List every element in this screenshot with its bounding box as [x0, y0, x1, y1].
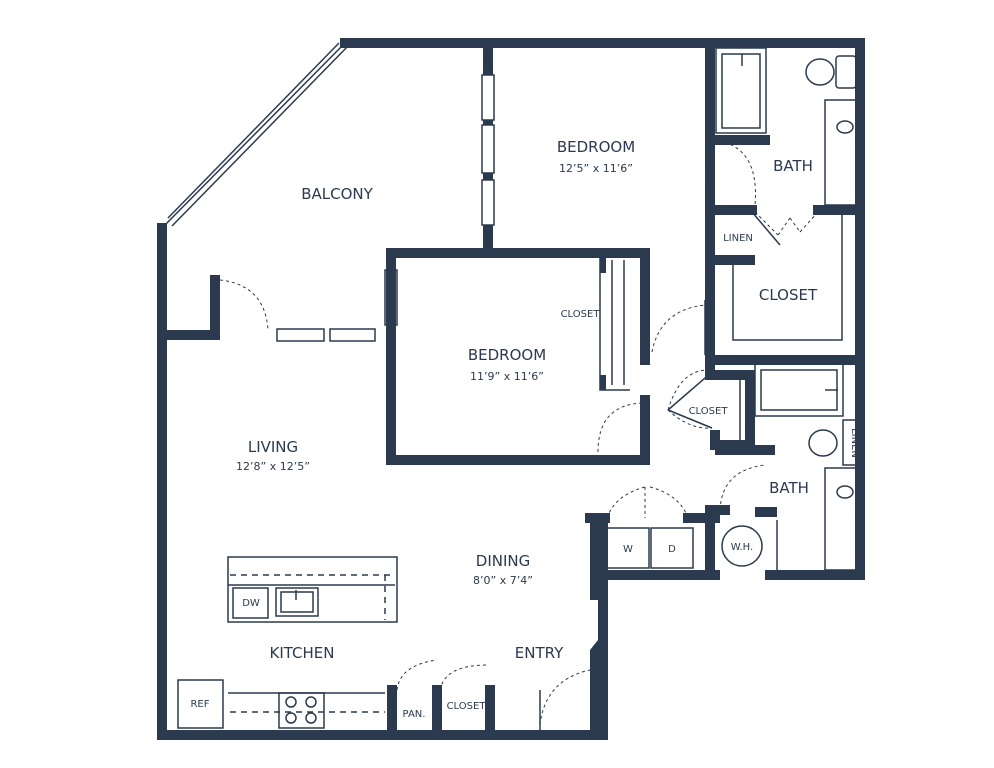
exterior-walls	[157, 38, 865, 740]
pantry-label: PAN.	[403, 709, 426, 720]
pantry-closet	[387, 659, 591, 740]
fixture-labels: CLOSET CLOSET CLOSET LINEN LINEN W D W.H…	[190, 233, 860, 720]
main-closet	[705, 211, 865, 365]
kitchen-closet-label: CLOSET	[447, 701, 487, 712]
balcony-label: BALCONY	[301, 185, 373, 203]
refrigerator-label: REF	[190, 699, 209, 710]
dining-dims: 8’0” x 7’4”	[473, 574, 533, 587]
linen1-label: LINEN	[723, 233, 753, 244]
entry-label: ENTRY	[515, 644, 564, 662]
washer-label: W	[623, 544, 633, 555]
laundry	[585, 486, 763, 575]
hall-walls	[667, 365, 775, 455]
bedroom1-dims: 12’5” x 11’6”	[559, 162, 633, 175]
bedroom2-walls	[386, 248, 650, 465]
bedroom1-walls	[651, 45, 865, 365]
bath1-label: BATH	[773, 157, 813, 175]
bath2-fixtures	[705, 363, 858, 571]
windows	[276, 74, 495, 342]
living-label: LIVING	[248, 438, 298, 456]
bedroom2-closet-label: CLOSET	[561, 309, 601, 320]
bath1-fixtures	[715, 47, 858, 206]
bedroom2-label: BEDROOM	[468, 346, 546, 364]
kitchen-label: KITCHEN	[270, 644, 335, 662]
room-labels: BALCONY BEDROOM 12’5” x 11’6” BEDROOM 11…	[236, 138, 818, 662]
balcony-railing	[161, 42, 352, 229]
hall-closet-label: CLOSET	[689, 406, 729, 417]
kitchen-counter	[177, 679, 385, 729]
bedroom1-label: BEDROOM	[557, 138, 635, 156]
main-closet-label: CLOSET	[759, 286, 818, 304]
dryer-label: D	[668, 544, 676, 555]
linen2-label: LINEN	[849, 428, 860, 458]
water-heater-label: W.H.	[731, 542, 753, 553]
dining-label: DINING	[476, 552, 530, 570]
kitchen-island	[227, 556, 398, 623]
bedroom2-dims: 11’9” x 11’6”	[470, 370, 544, 383]
dishwasher-label: DW	[242, 598, 260, 609]
balcony-door-swing	[219, 279, 269, 331]
bath2-label: BATH	[769, 479, 809, 497]
living-dims: 12’8” x 12’5”	[236, 460, 310, 473]
